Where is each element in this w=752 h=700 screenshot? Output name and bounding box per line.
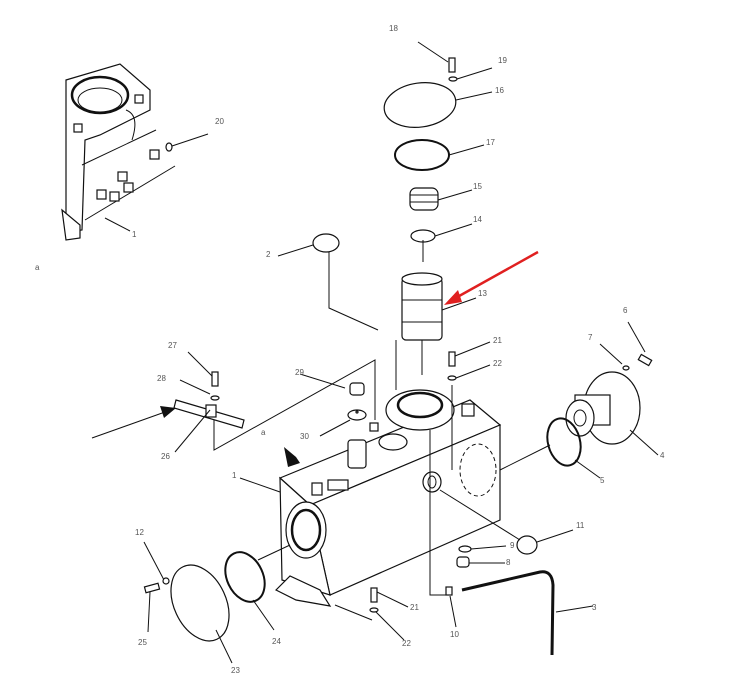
callout-17: 17 xyxy=(486,138,495,147)
callout-1-2: 1 xyxy=(232,471,237,480)
callout-13: 13 xyxy=(478,289,487,298)
callout-a: a xyxy=(35,263,40,272)
callout-20: 20 xyxy=(215,117,224,126)
hose-clamp xyxy=(91,351,376,467)
callout-16: 16 xyxy=(495,86,504,95)
callout-29: 29 xyxy=(295,368,304,377)
strainer xyxy=(378,433,408,451)
callout-8: 8 xyxy=(506,558,511,567)
hydraulic-tank xyxy=(274,385,502,607)
callout-27: 27 xyxy=(168,341,177,350)
drain-parts xyxy=(439,489,594,656)
inset-tank-view xyxy=(61,63,209,241)
callout-19: 19 xyxy=(498,56,507,65)
spring xyxy=(409,187,439,211)
filter-assembly-parts xyxy=(383,41,493,390)
callout-21: 21 xyxy=(493,336,502,345)
gasket-24 xyxy=(224,551,266,603)
plug-11 xyxy=(516,535,538,555)
callout-30: 30 xyxy=(300,432,309,441)
highlight-arrow xyxy=(444,250,539,305)
callout-9: 9 xyxy=(510,541,515,550)
cover-plate xyxy=(383,82,457,128)
callout-10: 10 xyxy=(450,630,459,639)
bolt-18 xyxy=(448,57,456,73)
callout-24: 24 xyxy=(272,637,281,646)
callout-11: 11 xyxy=(576,521,585,530)
callout-labels: 18 19 16 17 15 14 13 20 1 a 2 6 7 21 22 … xyxy=(35,24,665,675)
filter-housing xyxy=(385,389,455,431)
sleeve xyxy=(347,439,367,469)
callout-22: 22 xyxy=(493,359,502,368)
cover-23 xyxy=(170,564,230,642)
callout-7: 7 xyxy=(588,333,593,342)
callout-22-2: 22 xyxy=(402,639,411,648)
callout-15: 15 xyxy=(473,182,482,191)
callout-12: 12 xyxy=(135,528,144,537)
callout-25: 25 xyxy=(138,638,147,647)
callout-26: 26 xyxy=(161,452,170,461)
suction-flange-parts xyxy=(499,321,659,479)
bolt-washer-upper xyxy=(299,341,491,437)
callout-3: 3 xyxy=(592,603,597,612)
callout-2: 2 xyxy=(266,250,271,259)
filler-cap xyxy=(277,233,379,331)
callout-14: 14 xyxy=(473,215,482,224)
callout-1: 1 xyxy=(132,230,137,239)
callout-18: 18 xyxy=(389,24,398,33)
callout-23: 23 xyxy=(231,666,240,675)
filter-element-13 xyxy=(401,277,443,341)
callout-21-2: 21 xyxy=(410,603,419,612)
callout-5: 5 xyxy=(600,476,605,485)
callout-a-2: a xyxy=(261,428,266,437)
cover-parts-lower xyxy=(143,477,409,664)
callout-28: 28 xyxy=(157,374,166,383)
callout-6: 6 xyxy=(623,306,628,315)
o-ring-17 xyxy=(394,139,450,171)
callout-4: 4 xyxy=(660,451,665,460)
